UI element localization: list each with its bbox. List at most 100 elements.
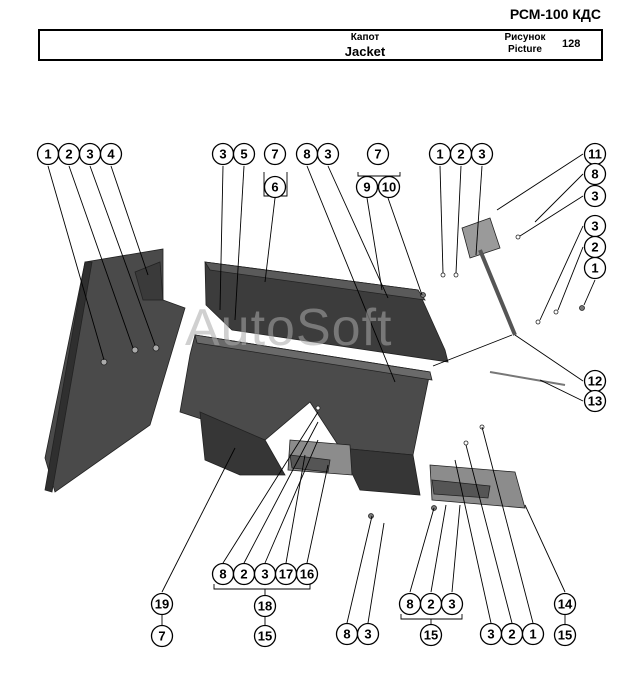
callout-5: 3: [211, 142, 235, 166]
top-cover-edge: [204, 261, 426, 301]
callout-41: 2: [500, 622, 524, 646]
callout-3: 3: [78, 142, 102, 166]
hinge-arm: [478, 249, 517, 336]
picture-label-english: Picture: [508, 44, 542, 55]
callout-9: 8: [295, 142, 319, 166]
callout-36: 8: [398, 592, 422, 616]
svg-text:18: 18: [258, 599, 272, 614]
fastener: [440, 272, 446, 278]
svg-text:8: 8: [343, 627, 350, 642]
svg-text:3: 3: [364, 627, 371, 642]
callout-13: 10: [377, 175, 401, 199]
callout-34: 8: [335, 622, 359, 646]
title-english: Jacket: [344, 44, 386, 59]
svg-text:2: 2: [591, 240, 598, 255]
callout-39: 15: [419, 623, 443, 647]
lower-apron-left: [199, 411, 286, 476]
svg-text:7: 7: [374, 147, 381, 162]
callout-21: 2: [583, 235, 607, 259]
callout-11: 7: [366, 142, 390, 166]
parts: [44, 217, 585, 519]
svg-text:3: 3: [591, 189, 598, 204]
callout-28: 17: [274, 562, 298, 586]
svg-text:1: 1: [44, 147, 51, 162]
svg-text:15: 15: [424, 628, 438, 643]
svg-text:13: 13: [588, 394, 602, 409]
svg-text:1: 1: [436, 147, 443, 162]
callout-8: 6: [263, 175, 287, 199]
svg-text:10: 10: [382, 180, 396, 195]
svg-text:14: 14: [558, 597, 573, 612]
callout-19: 3: [583, 184, 607, 208]
lower-apron-right: [339, 447, 421, 496]
callout-29: 16: [295, 562, 319, 586]
rod-part: [489, 371, 566, 386]
svg-text:2: 2: [427, 597, 434, 612]
callout-16: 3: [470, 142, 494, 166]
svg-text:3: 3: [324, 147, 331, 162]
callout-6: 5: [232, 142, 256, 166]
callout-17: 11: [583, 142, 607, 166]
fastener: [131, 346, 139, 354]
callout-1: 1: [36, 142, 60, 166]
fastener: [152, 344, 160, 352]
svg-text:8: 8: [303, 147, 310, 162]
callouts: 1 2 3 4 3 5 7 6 8 3 7 9 10 1 2 3 11 8 3 …: [36, 142, 607, 648]
watermark: AutoSoft: [185, 299, 393, 357]
callout-20: 3: [583, 214, 607, 238]
svg-text:3: 3: [448, 597, 455, 612]
svg-text:8: 8: [406, 597, 413, 612]
svg-text:3: 3: [86, 147, 93, 162]
model-code: РСМ-100 КДС: [509, 6, 601, 22]
svg-text:7: 7: [158, 629, 165, 644]
svg-text:2: 2: [508, 627, 515, 642]
callout-42: 1: [521, 622, 545, 646]
bracket-16-shadow: [289, 454, 331, 473]
svg-text:8: 8: [219, 567, 226, 582]
callout-37: 2: [419, 592, 443, 616]
callout-7: 7: [263, 142, 287, 166]
svg-text:2: 2: [457, 147, 464, 162]
svg-text:1: 1: [529, 627, 536, 642]
callout-27: 3: [253, 562, 277, 586]
title-block: Капот Jacket Рисунок Picture 128: [38, 29, 603, 61]
callout-43: 14: [553, 592, 577, 616]
fastener: [553, 309, 559, 315]
svg-text:3: 3: [487, 627, 494, 642]
svg-text:19: 19: [155, 597, 169, 612]
svg-text:3: 3: [261, 567, 268, 582]
callout-44: 15: [553, 623, 577, 647]
callout-38: 3: [440, 592, 464, 616]
fastener: [453, 272, 459, 278]
callout-15: 2: [449, 142, 473, 166]
callout-2: 2: [57, 142, 81, 166]
fastener: [579, 305, 585, 311]
svg-text:3: 3: [219, 147, 226, 162]
svg-text:5: 5: [240, 147, 247, 162]
callout-14: 1: [428, 142, 452, 166]
leader-lines: [47, 153, 596, 625]
svg-text:2: 2: [65, 147, 72, 162]
fastener: [315, 405, 321, 411]
title-russian: Капот: [350, 32, 380, 43]
svg-text:4: 4: [107, 147, 115, 162]
svg-text:15: 15: [558, 628, 572, 643]
svg-text:7: 7: [271, 147, 278, 162]
svg-text:15: 15: [258, 629, 272, 644]
svg-text:1: 1: [591, 261, 598, 276]
picture-number: 128: [562, 38, 581, 50]
side-panel-edge: [44, 261, 93, 493]
fastener: [368, 513, 374, 519]
svg-text:8: 8: [591, 167, 598, 182]
callout-35: 3: [356, 622, 380, 646]
svg-text:17: 17: [279, 567, 293, 582]
callout-24: 13: [583, 389, 607, 413]
hinge-part: [461, 217, 501, 259]
callout-25: 8: [211, 562, 235, 586]
svg-text:3: 3: [478, 147, 485, 162]
side-bracket-part: [134, 261, 164, 301]
callout-10: 3: [316, 142, 340, 166]
callout-33: 7: [150, 624, 174, 648]
picture-label-russian: Рисунок: [504, 32, 546, 43]
